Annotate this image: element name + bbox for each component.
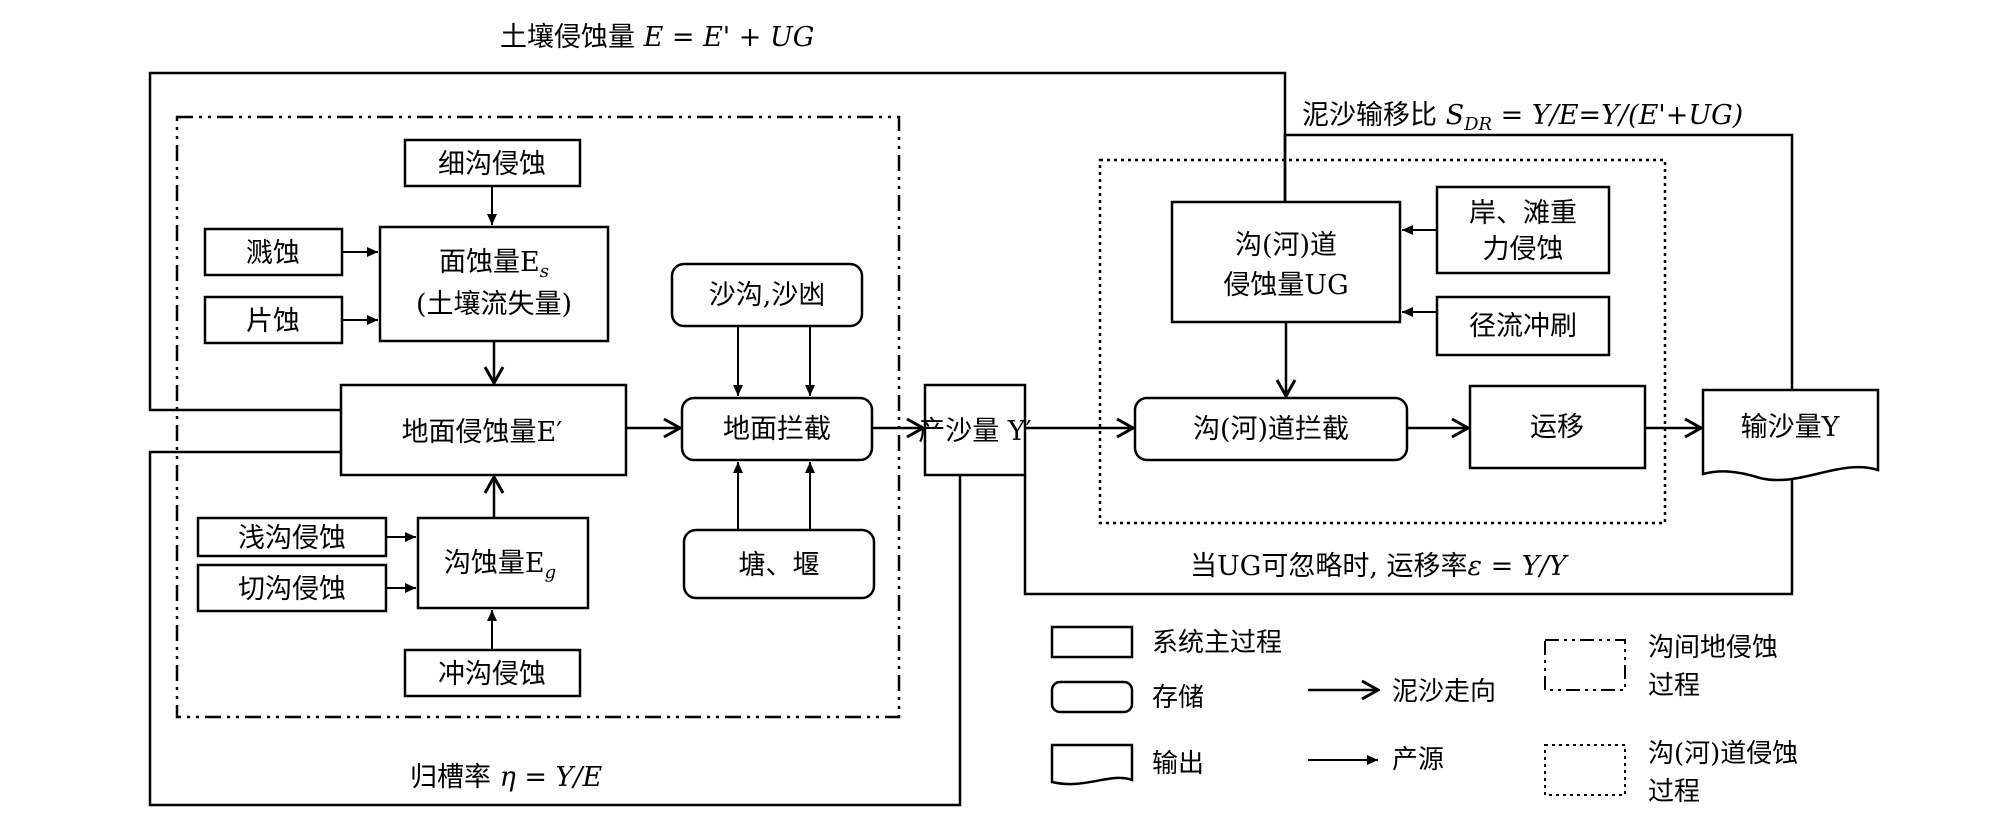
gully-erosion-label: 沟蚀量Eg	[444, 548, 556, 583]
sdr-symbol: S	[1446, 100, 1465, 131]
surface-erosion-subscript: s	[540, 261, 549, 282]
channel-erosion-line2: 侵蚀量UG	[1223, 270, 1348, 301]
sheet-erosion-label: 片蚀	[246, 306, 300, 337]
transport-rate-line	[1023, 470, 1794, 596]
sediment-output-box	[1701, 388, 1880, 482]
legend-intergully-symbol	[1544, 639, 1626, 691]
transport-rate-formula: 当UG可忽略时, 运移率ε = Y/Y	[1190, 551, 1569, 582]
legend-storage-symbol	[1050, 680, 1134, 714]
soil-erosion-formula: 土壤侵蚀量 E = E' + UG	[500, 22, 814, 53]
transport-label: 运移	[1530, 412, 1584, 443]
scour-gully-label: 冲沟侵蚀	[438, 659, 546, 690]
sdr-formula-prefix: 泥沙输移比	[1302, 100, 1446, 131]
channel-ratio-formula: 归槽率 η = Y/E	[410, 762, 602, 793]
soil-erosion-formula-prefix: 土壤侵蚀量	[500, 22, 644, 53]
channel-erosion-line1: 沟(河)道	[1235, 230, 1337, 261]
sediment-yield-label: 产沙量 Y′	[918, 416, 1032, 447]
channel-ratio-loop	[148, 450, 962, 807]
legend-main-process-symbol	[1050, 625, 1134, 659]
legend-sediment-direction-label: 泥沙走向	[1392, 677, 1496, 707]
cut-gully-label: 切沟侵蚀	[238, 574, 346, 605]
legend-intergully-line2: 过程	[1648, 671, 1700, 701]
sdr-line	[1283, 133, 1794, 393]
transport-rate-prefix: 当UG可忽略时, 运移率	[1190, 551, 1468, 582]
sheet-erosion-box	[203, 295, 344, 345]
sediment-yield-prime: ′	[1026, 416, 1032, 447]
sdr-subscript: DR	[1463, 114, 1492, 135]
pond-weir-label: 塘、堰	[739, 550, 820, 581]
sediment-yield-text: 产沙量 Y	[918, 416, 1027, 447]
channel-erosion-box	[1170, 200, 1402, 324]
sdr-formula-math: = Y/E=Y/(E'+UG)	[1492, 100, 1743, 131]
channel-ratio-math: η = Y/E	[500, 762, 603, 793]
surface-erosion-line1: 面蚀量Es	[439, 247, 549, 282]
intergully-process-boundary	[175, 115, 901, 719]
shallow-gully-box	[196, 516, 388, 558]
sand-gully-box	[670, 262, 864, 328]
ground-erosion-text: 地面侵蚀量E	[402, 417, 557, 448]
channel-interception-label: 沟(河)道拦截	[1193, 414, 1349, 445]
erosion-total-loop	[148, 71, 1287, 412]
ground-erosion-label: 地面侵蚀量E′	[402, 417, 563, 448]
transport-rate-math: ε = Y/Y	[1468, 551, 1569, 582]
pond-weir-box	[682, 528, 876, 600]
legend-channel-process-line2: 过程	[1648, 777, 1700, 807]
gully-erosion-box	[416, 516, 590, 610]
sediment-yield-box	[923, 383, 1027, 477]
bank-gravity-line2: 力侵蚀	[1483, 234, 1564, 265]
legend-intergully-line1: 沟间地侵蚀	[1648, 633, 1778, 663]
legend-storage-label: 存储	[1152, 683, 1204, 713]
runoff-scour-label: 径流冲刷	[1469, 311, 1577, 342]
surface-erosion-text: 面蚀量E	[439, 247, 540, 278]
splash-erosion-label: 溅蚀	[246, 238, 300, 269]
rill-erosion-box	[403, 138, 582, 188]
ground-erosion-prime: ′	[556, 417, 562, 448]
soil-erosion-formula-math: E = E' + UG	[643, 22, 815, 53]
legend-output-label: 输出	[1152, 749, 1204, 779]
surface-erosion-box	[378, 225, 610, 343]
legend-source-label: 产源	[1392, 745, 1444, 775]
gully-erosion-text: 沟蚀量E	[444, 548, 545, 579]
sediment-output-label: 输沙量Y	[1741, 412, 1841, 443]
legend-channel-process-line1: 沟(河)道侵蚀	[1648, 739, 1798, 769]
channel-ratio-prefix: 归槽率	[410, 762, 500, 793]
scour-gully-box	[403, 648, 582, 698]
runoff-scour-box	[1435, 295, 1611, 357]
ground-interception-label: 地面拦截	[723, 414, 831, 445]
rill-erosion-label: 细沟侵蚀	[438, 149, 546, 180]
legend-main-process-label: 系统主过程	[1152, 628, 1282, 658]
bank-gravity-line1: 岸、滩重	[1469, 198, 1577, 229]
sand-gully-label: 沙沟,沙凼	[709, 280, 826, 311]
gully-erosion-subscript: g	[545, 562, 557, 583]
shallow-gully-label: 浅沟侵蚀	[238, 523, 346, 554]
sdr-formula: 泥沙输移比 SDR = Y/E=Y/(E'+UG)	[1302, 100, 1743, 135]
legend-channel-process-symbol	[1544, 744, 1626, 796]
legend-output-symbol	[1050, 743, 1134, 786]
surface-erosion-line2: (土壤流失量)	[416, 289, 572, 320]
ground-erosion-box	[339, 383, 628, 477]
channel-process-boundary	[1098, 158, 1667, 525]
